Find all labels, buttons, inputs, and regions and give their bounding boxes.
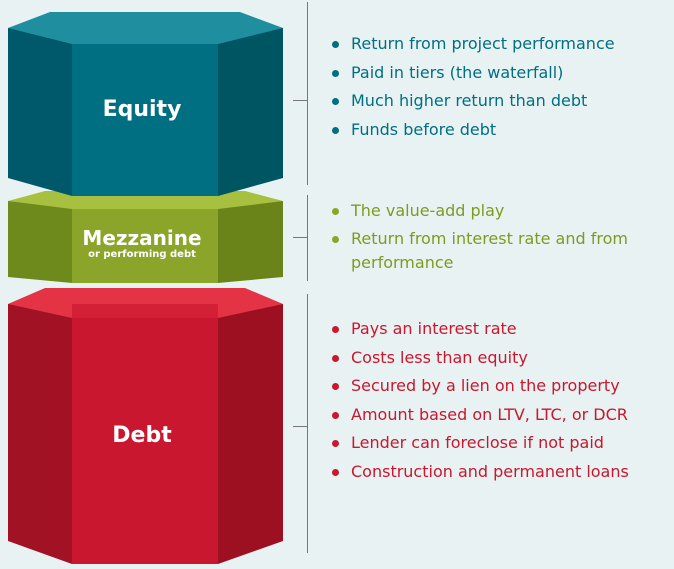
list-item: Lender can foreclose if not paid <box>330 429 674 458</box>
list-item: Secured by a lien on the property <box>330 372 674 401</box>
debt-block-left-face <box>8 304 72 564</box>
list-item: Pays an interest rate <box>330 315 674 344</box>
debt-block <box>8 288 283 564</box>
list-item: Funds before debt <box>330 116 674 145</box>
equity-block-left-face <box>8 28 72 196</box>
mezzanine-bracket <box>293 195 323 281</box>
list-item: Amount based on LTV, LTC, or DCR <box>330 401 674 430</box>
debt-block-right-face <box>218 304 283 564</box>
equity-bracket <box>293 2 323 185</box>
mezzanine-block-front-face <box>72 205 218 283</box>
equity-block-right-face <box>218 28 283 196</box>
mezzanine-label-text: Mezzanine <box>82 226 202 250</box>
equity-bullet-list: Return from project performance Paid in … <box>330 30 674 144</box>
debt-label-text: Debt <box>112 423 172 448</box>
mezzanine-sublabel-text: or performing debt <box>88 249 196 260</box>
list-item: Paid in tiers (the waterfall) <box>330 59 674 88</box>
debt-bracket <box>293 294 323 553</box>
debt-block-top-front <box>72 304 218 318</box>
equity-block-front-face <box>72 28 218 196</box>
debt-bullet-list: Pays an interest rate Costs less than eq… <box>330 315 674 487</box>
debt-label: Debt <box>72 423 212 449</box>
mezzanine-block-left-face <box>8 201 72 283</box>
list-item: Construction and permanent loans <box>330 458 674 487</box>
mezzanine-label: Mezzanine or performing debt <box>72 227 212 261</box>
mezzanine-bullet-list: The value-add play Return from interest … <box>330 197 674 275</box>
equity-label: Equity <box>72 97 212 123</box>
list-item: Costs less than equity <box>330 344 674 373</box>
equity-block <box>8 12 283 196</box>
list-item: Return from interest rate and from perfo… <box>330 225 674 275</box>
equity-label-text: Equity <box>102 97 182 122</box>
capital-stack-diagram <box>8 12 283 564</box>
mezzanine-block-right-face <box>218 201 283 283</box>
debt-block-front-face <box>72 304 218 564</box>
list-item: Much higher return than debt <box>330 87 674 116</box>
list-item: Return from project performance <box>330 30 674 59</box>
list-item: The value-add play <box>330 197 674 225</box>
equity-block-top-face <box>8 12 283 44</box>
